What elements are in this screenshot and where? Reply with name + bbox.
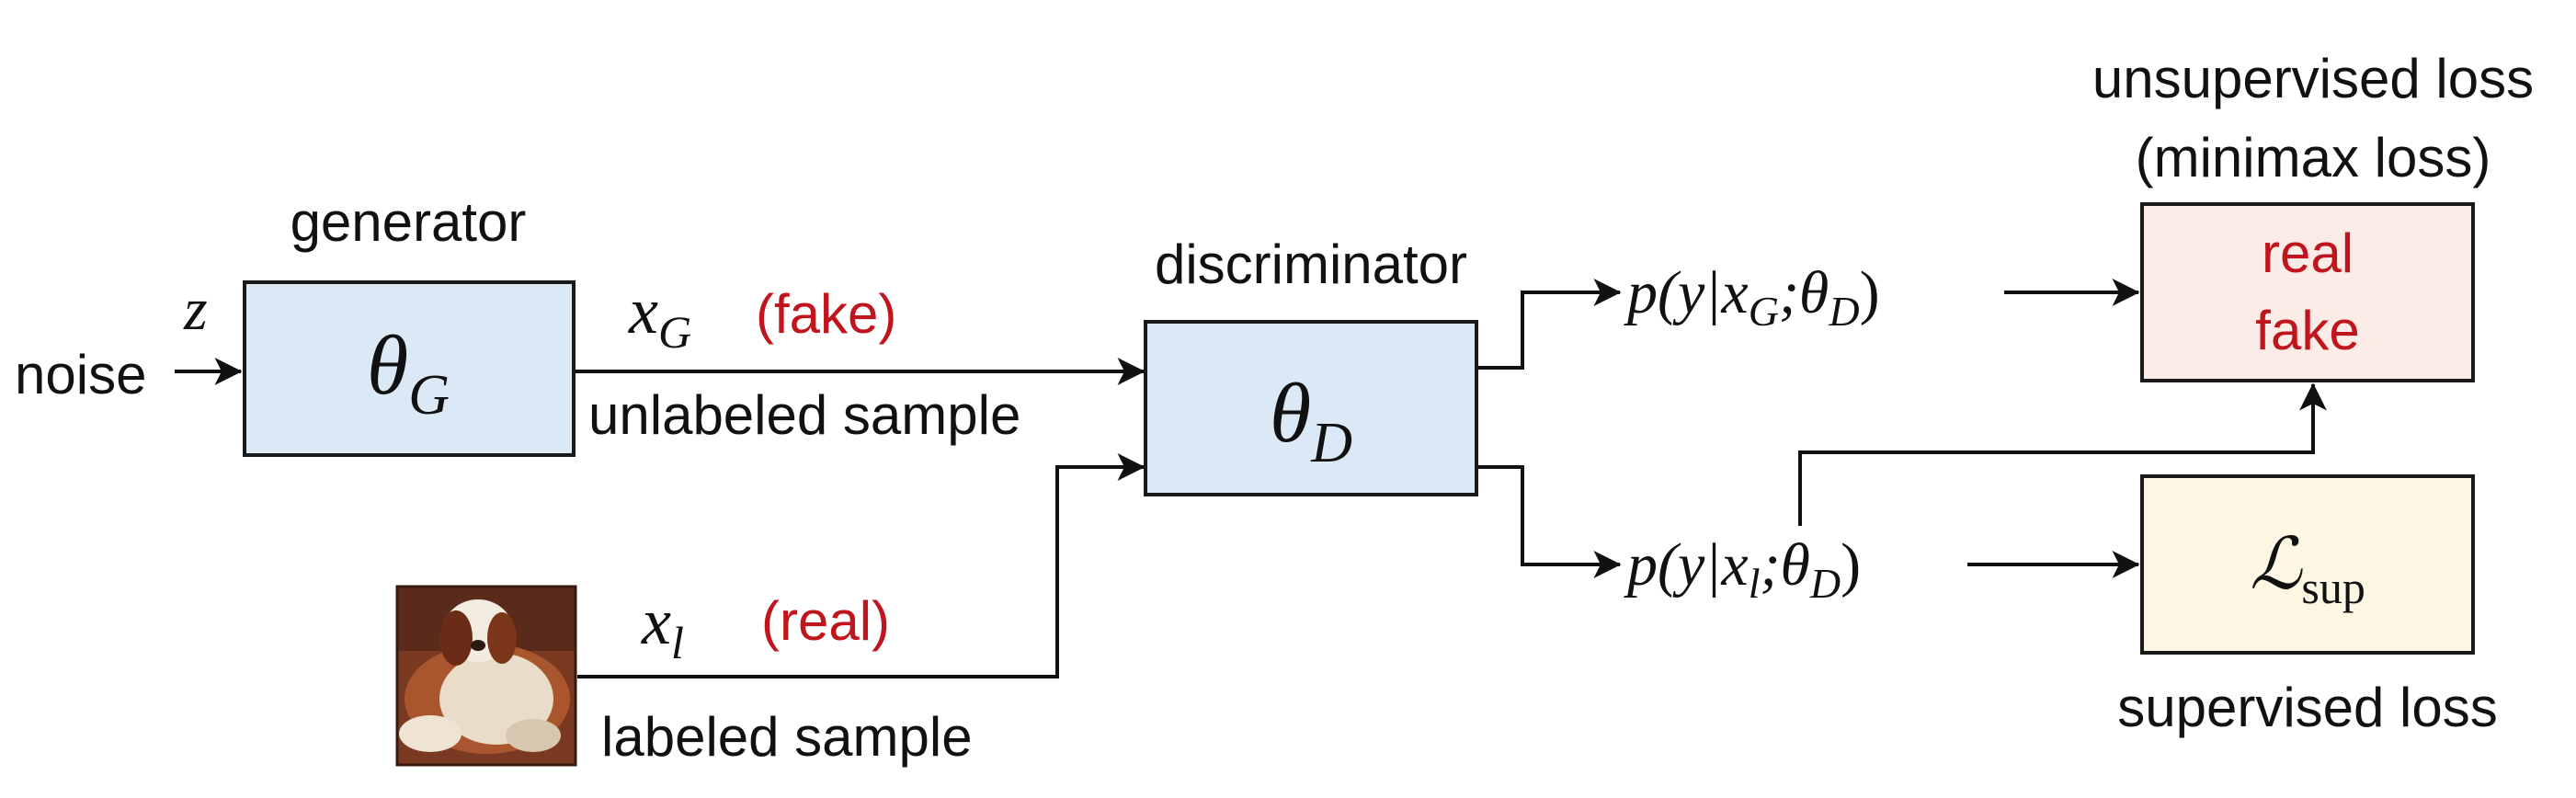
- unlabeled-sample-caption: unlabeled sample: [588, 384, 1020, 446]
- generator-param: θG: [367, 318, 450, 427]
- real-sample-arrow: [577, 453, 1146, 678]
- unsupervised-loss-box: [2140, 202, 2475, 382]
- discriminator-heading: discriminator: [1155, 234, 1467, 295]
- discriminator-param: θD: [1270, 366, 1352, 474]
- real-class-label: real: [2262, 222, 2354, 284]
- real-tag: (real): [761, 590, 890, 652]
- unsupervised-loss-title: unsupervised loss: [2092, 48, 2534, 109]
- fake-output-arrow: [1478, 279, 1622, 370]
- discriminator-box: [1144, 320, 1478, 496]
- fake-tag: (fake): [756, 283, 896, 345]
- real-output-expression: p(y|xl;θD): [1624, 531, 1861, 607]
- generator-box: [243, 280, 576, 457]
- real-output-arrow: [1478, 465, 1622, 578]
- latent-z-symbol: z: [183, 276, 208, 343]
- supervised-loss-symbol: ℒsup: [2250, 524, 2365, 613]
- real-to-unsupervised-arrow: [1798, 382, 2327, 526]
- labeled-sample-symbol: xl: [641, 585, 684, 668]
- noise-label: noise: [15, 344, 146, 405]
- labeled-sample-caption: labeled sample: [601, 706, 973, 768]
- generated-sample-symbol: xG: [628, 274, 691, 358]
- dog-photo: [395, 585, 577, 767]
- supervised-loss-caption: supervised loss: [2117, 677, 2498, 738]
- supervised-loss-box: [2140, 474, 2475, 655]
- minimax-loss-subtitle: (minimax loss): [2136, 127, 2491, 188]
- generator-heading: generator: [291, 191, 527, 253]
- fake-output-expression: p(y|xG;θD): [1624, 259, 1880, 335]
- fake-class-label: fake: [2255, 300, 2359, 361]
